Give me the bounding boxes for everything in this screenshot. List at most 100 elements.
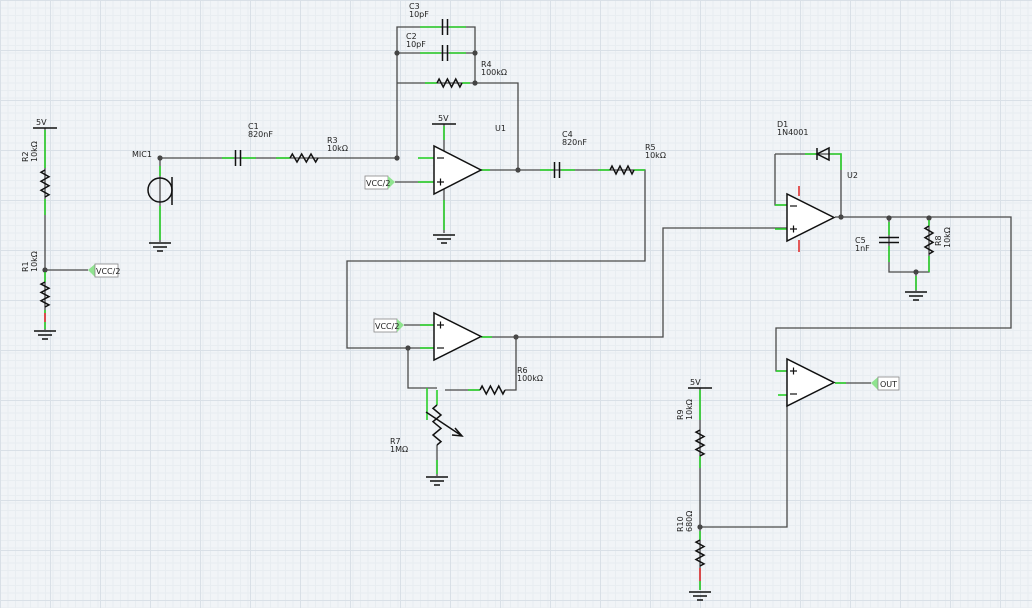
resistor-r6[interactable] — [479, 384, 506, 396]
wire[interactable] — [888, 218, 930, 273]
r9-power-label: 5V — [690, 378, 701, 387]
c2-ref: C2 — [406, 32, 417, 41]
r2-ref: R2 — [21, 151, 30, 162]
r2-value: 10kΩ — [30, 141, 39, 162]
r8-value: 10kΩ — [943, 227, 952, 248]
r7-ref: R7 — [390, 437, 401, 446]
resistor-r4[interactable] — [436, 77, 463, 89]
net-labels: VCC/2 VCC/2 VCC/2 OUT — [88, 175, 900, 391]
diode-d1[interactable] — [815, 146, 830, 162]
ground-icon — [426, 476, 448, 486]
ground-icon — [433, 234, 455, 244]
r4-ref: R4 — [481, 60, 492, 69]
opamp-u2[interactable] — [786, 192, 836, 243]
r7-value: 1MΩ — [390, 445, 408, 454]
net-label-vcc2-u1[interactable]: VCC/2 — [364, 175, 395, 190]
c2-value: 10pF — [406, 40, 426, 49]
c5-value: 1nF — [855, 244, 870, 253]
opamp-u3[interactable] — [433, 311, 483, 362]
r4-value: 100kΩ — [481, 68, 507, 77]
opamp-triangle — [433, 311, 483, 362]
ground-icon — [149, 242, 171, 252]
c4-ref: C4 — [562, 130, 573, 139]
opamp-triangle — [433, 144, 483, 196]
junction-dot — [472, 80, 478, 86]
c5-ref: C5 — [855, 236, 866, 245]
capacitor-plates — [441, 45, 449, 61]
opamp-u4[interactable] — [786, 357, 836, 408]
plus-sign-icon — [790, 225, 797, 233]
opamp-triangle — [786, 192, 836, 243]
junction-dot — [472, 50, 478, 56]
capacitor-c4[interactable] — [553, 162, 561, 178]
resistor-r8[interactable] — [923, 225, 935, 255]
parts — [33, 19, 935, 601]
capacitor-c1[interactable] — [234, 150, 242, 166]
resistor-r1[interactable] — [39, 281, 51, 308]
net-label-text: VCC/2 — [96, 267, 120, 276]
capacitor-plates — [234, 150, 242, 166]
r10-ref: R10 — [676, 516, 685, 532]
capacitor-c5[interactable] — [879, 236, 899, 244]
resistor-r10[interactable] — [694, 539, 706, 567]
u1-power-label: 5V — [438, 114, 449, 123]
resistor-r2[interactable] — [39, 169, 51, 198]
wires — [42, 26, 1012, 590]
resistor-r5[interactable] — [609, 164, 635, 176]
d1-ref: D1 — [777, 120, 788, 129]
wire[interactable] — [505, 337, 517, 391]
resistor-r9[interactable] — [694, 429, 706, 457]
ground-icon — [34, 330, 56, 340]
net-label-text: VCC/2 — [366, 179, 390, 188]
r3-ref: R3 — [327, 136, 338, 145]
r6-ref: R6 — [517, 366, 528, 375]
capacitor-plates — [441, 19, 449, 35]
net-label-vcc2-u3[interactable]: VCC/2 — [373, 318, 404, 333]
net-label-vcc2-r1[interactable]: VCC/2 — [88, 263, 120, 278]
c1-value: 820nF — [248, 130, 273, 139]
capacitor-plates — [553, 162, 561, 178]
net-label-text: VCC/2 — [375, 322, 399, 331]
capacitor-c3[interactable] — [441, 19, 449, 35]
wire[interactable] — [481, 227, 787, 338]
potentiometer-r7[interactable] — [431, 404, 443, 446]
mic1-ref: MIC1 — [132, 150, 152, 159]
wire[interactable] — [775, 216, 1012, 372]
r10-value: 680Ω — [685, 511, 694, 532]
r9-ref: R9 — [676, 409, 685, 420]
r5-value: 10kΩ — [645, 151, 666, 160]
r6-value: 100kΩ — [517, 374, 543, 383]
u2-ref: U2 — [847, 171, 858, 180]
ground-icon — [905, 291, 927, 301]
r1-ref: R1 — [21, 261, 30, 272]
opamp-triangle — [786, 357, 836, 408]
wire[interactable] — [774, 154, 787, 206]
r1-value: 10kΩ — [30, 251, 39, 272]
wire[interactable] — [830, 153, 842, 170]
power-label-5v: 5V — [36, 118, 47, 127]
r9-value: 10kΩ — [685, 399, 694, 420]
junction-dot — [394, 50, 400, 56]
r8-ref: R8 — [934, 235, 943, 246]
resistor-r3[interactable] — [289, 152, 319, 164]
capacitor-plates — [879, 236, 899, 244]
c1-ref: C1 — [248, 122, 259, 131]
plus-sign-icon — [437, 321, 444, 329]
plus-sign-icon — [437, 178, 444, 186]
wire[interactable] — [407, 348, 437, 389]
ground-icon — [689, 591, 711, 601]
wire[interactable] — [700, 395, 788, 528]
r5-ref: R5 — [645, 143, 656, 152]
c4-value: 820nF — [562, 138, 587, 147]
d1-value: 1N4001 — [777, 128, 808, 137]
potentiometer-arrow-icon — [425, 411, 464, 437]
u1-ref: U1 — [495, 124, 506, 133]
labels: 5V R2 10kΩ R1 10kΩ MIC1 C1 820nF R3 10kΩ… — [21, 2, 952, 532]
capacitor-c2[interactable] — [441, 45, 449, 61]
net-label-text: OUT — [880, 380, 897, 389]
net-label-out[interactable]: OUT — [871, 376, 900, 391]
opamp-u1[interactable] — [433, 144, 483, 196]
plus-sign-icon — [790, 367, 797, 375]
r3-value: 10kΩ — [327, 144, 348, 153]
